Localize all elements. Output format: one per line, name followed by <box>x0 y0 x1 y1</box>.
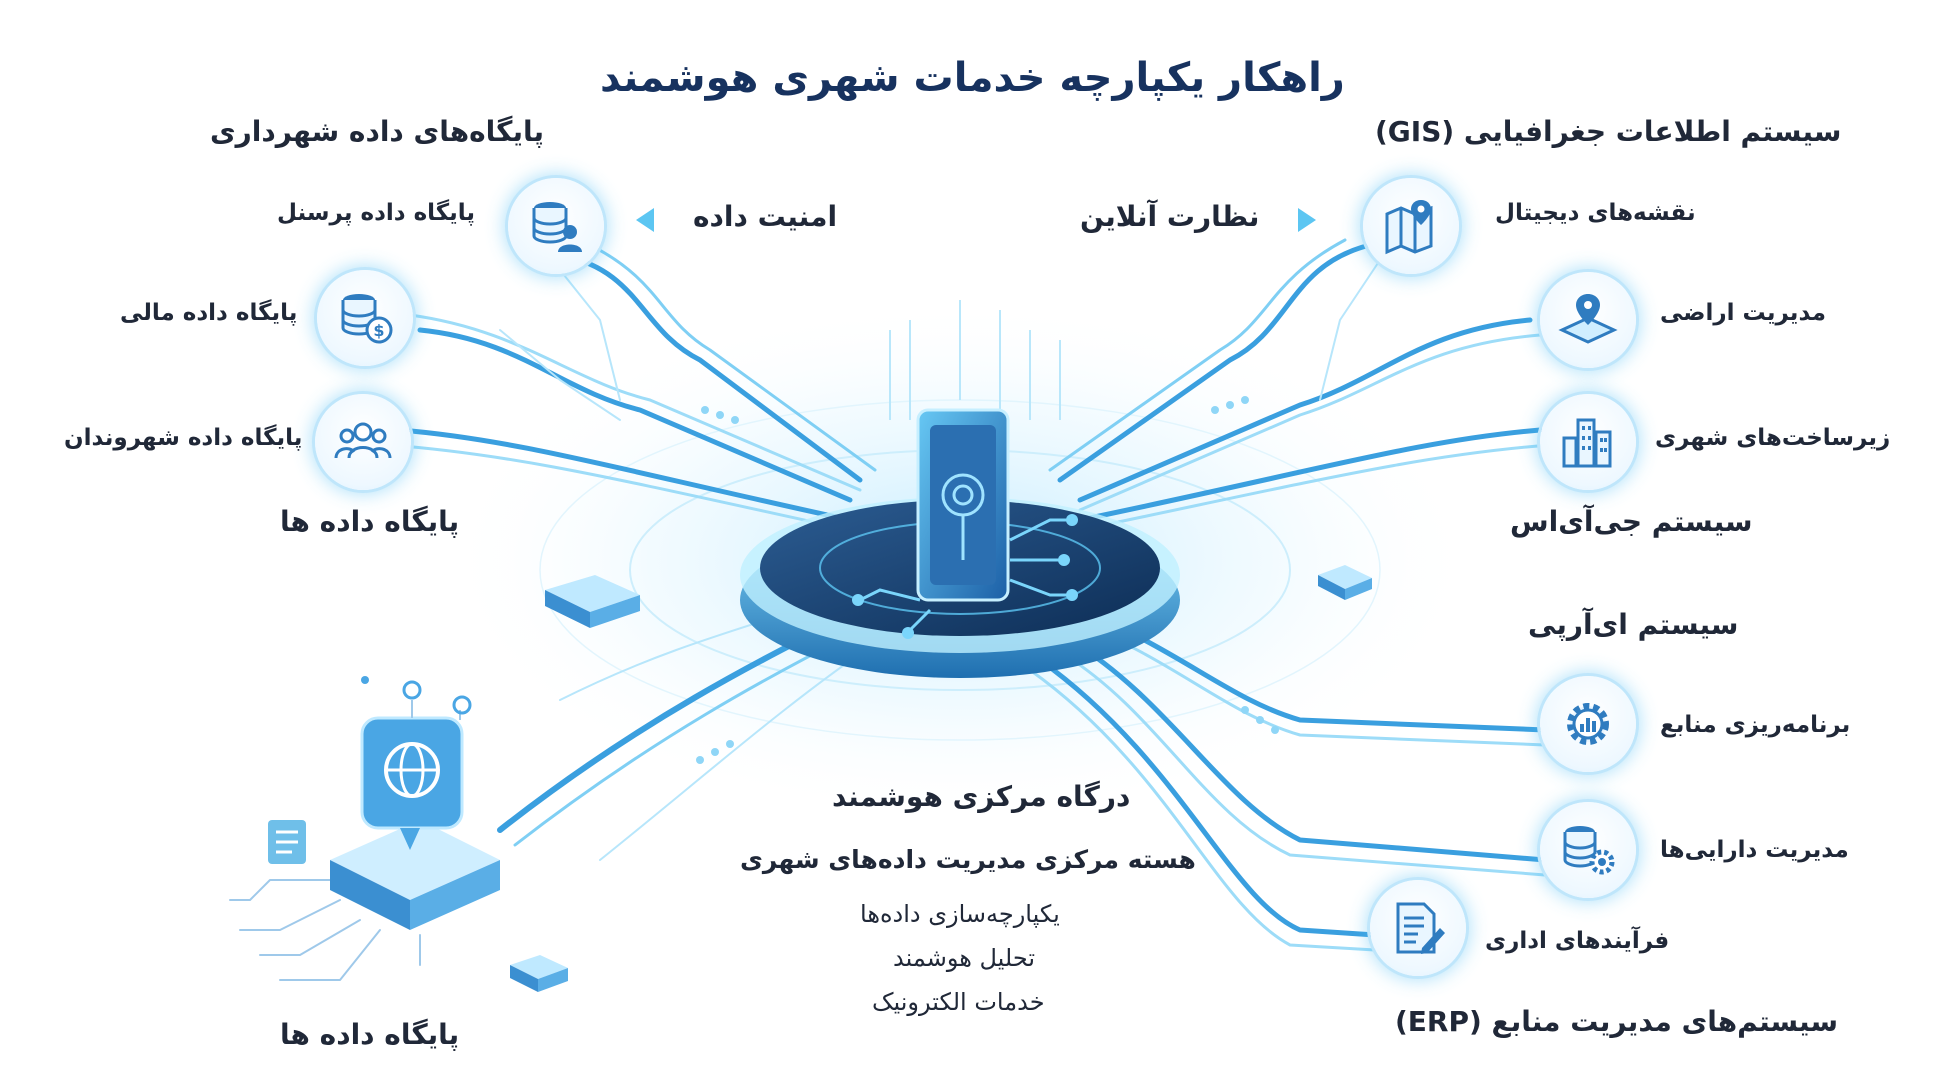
citizens-db-node <box>315 394 411 490</box>
erp-header: سیستم ای‌آرپی <box>1528 608 1739 641</box>
database-gear-icon <box>1563 826 1615 875</box>
gis-item-land-management: مدیریت اراضی <box>1660 300 1826 326</box>
land-management-node <box>1540 272 1636 368</box>
bottom-databases-label: پایگاه داده ها <box>280 1018 460 1051</box>
municipal-databases-header: پایگاه‌های داده شهرداری <box>210 115 545 148</box>
gis-item-urban-infrastructure: زیرساخت‌های شهری <box>1655 425 1891 451</box>
asset-management-node <box>1540 802 1636 898</box>
folded-map-pin-icon <box>1385 200 1433 255</box>
users-group-icon <box>334 422 392 459</box>
arrow-right-icon <box>1298 208 1316 232</box>
data-security-label: امنیت داده <box>693 200 838 233</box>
central-portal-title: درگاه مرکزی هوشمند <box>832 780 1131 813</box>
database-user-icon <box>532 202 582 252</box>
svg-text:$: $ <box>373 321 384 340</box>
urban-infrastructure-node <box>1540 394 1636 490</box>
left-item-finance: پایگاه داده مالی <box>120 300 298 326</box>
database-money-icon: $ <box>341 294 393 344</box>
gis-footer-label: سیستم جی‌آی‌اس <box>1510 505 1753 538</box>
erp-footer-label: سیستم‌های مدیریت منابع (ERP) <box>1395 1005 1839 1038</box>
databases-footer-label: پایگاه داده ها <box>280 505 460 538</box>
administrative-processes-node <box>1370 880 1466 976</box>
gis-header: سیستم اطلاعات جغرافیایی (GIS) <box>1375 115 1842 148</box>
erp-item-resource-planning: برنامه‌ریزی منابع <box>1660 712 1851 738</box>
personnel-db-node <box>508 178 604 274</box>
erp-item-administrative-processes: فرآیندهای اداری <box>1485 928 1670 954</box>
land-pin-icon <box>1558 294 1618 344</box>
page-title: راهکار یکپارچه خدمات شهری هوشمند <box>600 55 1345 101</box>
erp-item-asset-management: مدیریت دارایی‌ها <box>1660 837 1849 863</box>
center-line-integration: یکپارچه‌سازی داده‌ها <box>860 900 1060 928</box>
central-core-subtitle: هسته مرکزی مدیریت داده‌های شهری <box>740 845 1196 874</box>
center-line-analysis: تحلیل هوشمند <box>893 944 1036 972</box>
city-buildings-icon <box>1562 418 1612 468</box>
arrow-left-icon <box>636 208 654 232</box>
gear-chart-icon <box>1567 703 1609 745</box>
online-monitoring-label: نظارت آنلاین <box>1080 200 1260 233</box>
gis-item-digital-maps: نقشه‌های دیجیتال <box>1495 200 1696 226</box>
resource-planning-node <box>1540 676 1636 772</box>
center-line-e-services: خدمات الکترونیک <box>872 988 1045 1016</box>
finance-db-node: $ <box>317 270 413 366</box>
document-pen-icon <box>1396 902 1445 954</box>
digital-maps-node <box>1363 178 1459 274</box>
left-item-citizens: پایگاه داده شهروندان <box>64 425 303 451</box>
left-item-personnel: پایگاه داده پرسنل <box>277 200 476 226</box>
